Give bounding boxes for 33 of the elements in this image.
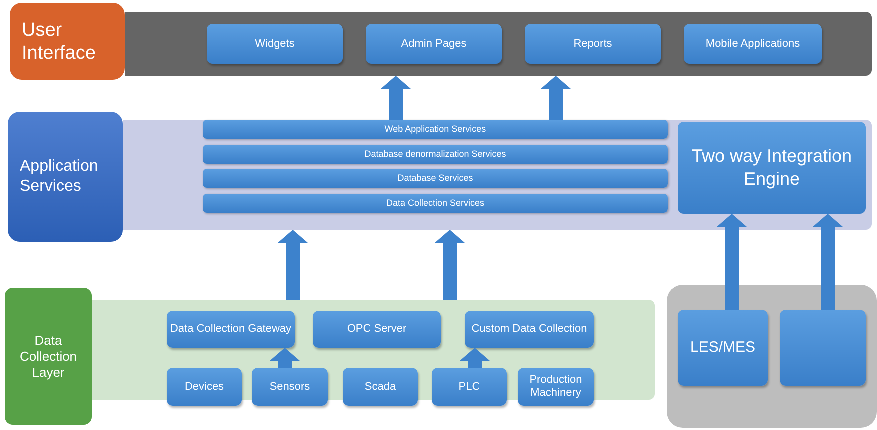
block-arrow [460,348,490,368]
service-bar: Database Services [203,169,668,188]
component-box: Admin Pages [366,24,502,64]
layer-heading-box: User Interface [10,3,125,80]
block-arrow [381,76,411,120]
service-bar: Web Application Services [203,120,668,139]
component-box: Sensors [252,368,328,406]
component-box: OPC Server [313,311,441,348]
component-box: Custom Data Collection [465,311,594,348]
system-box [780,310,866,386]
component-box: PLC [432,368,507,406]
component-box: Reports [525,24,661,64]
component-box: Production Machinery [518,368,594,406]
block-arrow [813,214,843,310]
layer-band [123,120,872,230]
engine-box: Two way Integration Engine [678,122,866,214]
block-arrow [541,76,571,120]
system-box: LES/MES [678,310,768,386]
component-box: Data Collection Gateway [167,311,295,348]
component-box: Mobile Applications [684,24,822,64]
layer-heading-box: Data Collection Layer [5,288,92,425]
systems-panel [667,285,877,428]
block-arrow [278,230,308,300]
service-bar: Database denormalization Services [203,145,668,164]
component-box: Scada [343,368,418,406]
component-box: Devices [167,368,242,406]
layer-band [125,12,872,76]
component-box: Widgets [207,24,343,64]
block-arrow [270,348,300,368]
block-arrow [717,214,747,310]
layer-heading-box: Application Services [8,112,123,242]
service-bar: Data Collection Services [203,194,668,213]
block-arrow [435,230,465,300]
